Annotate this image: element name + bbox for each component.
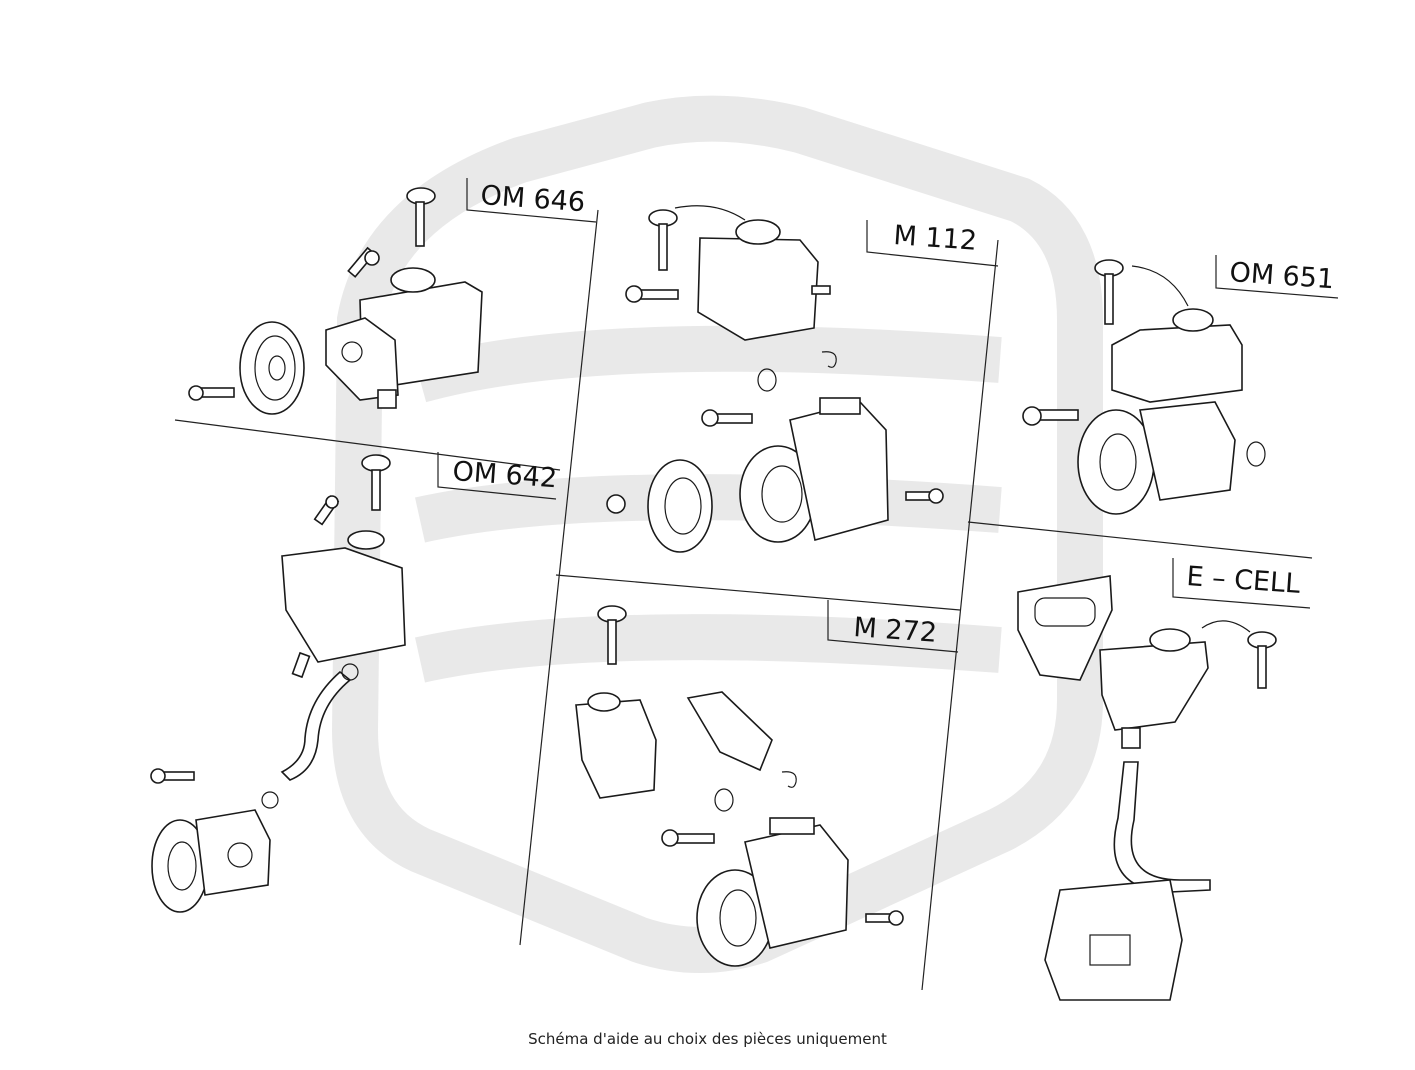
hose-icon <box>280 670 352 781</box>
m272-parts <box>575 605 904 967</box>
pump-icon <box>739 397 889 543</box>
m112-parts <box>606 205 944 553</box>
reservoir-icon <box>281 530 406 679</box>
reservoir-cap-icon <box>361 454 391 511</box>
bolt-icon <box>625 285 679 303</box>
nut-icon <box>606 494 626 514</box>
clip-icon <box>821 351 837 368</box>
om651-parts <box>1022 259 1266 515</box>
bracket-icon <box>686 691 773 772</box>
seal-ring-icon <box>757 368 777 392</box>
om642-parts <box>150 454 406 913</box>
reservoir-cap-icon <box>648 209 678 271</box>
label-ecell: E – CELL <box>1186 561 1302 600</box>
section-dividers <box>174 209 1313 991</box>
reservoir-icon <box>1111 308 1243 403</box>
reservoir-cap-icon <box>1094 259 1124 325</box>
label-m272: M 272 <box>853 612 938 649</box>
bolt-icon <box>865 910 904 926</box>
label-m112: M 112 <box>893 220 978 257</box>
reservoir-cap-icon <box>597 605 627 665</box>
label-frames <box>437 178 1339 653</box>
bolt-icon <box>1022 406 1079 426</box>
om646-parts <box>188 187 483 415</box>
reservoir-icon <box>1099 628 1209 749</box>
pump-icon <box>696 817 849 967</box>
bolt-icon <box>347 246 380 278</box>
reservoir-icon <box>575 692 657 799</box>
clip-icon <box>781 771 797 788</box>
bolt-icon <box>661 829 715 847</box>
ecell-parts <box>1017 575 1277 1001</box>
electric-pump-icon <box>1044 879 1183 1001</box>
pulley-icon <box>647 459 713 553</box>
pump-with-reservoir-icon <box>325 267 483 409</box>
bolt-icon <box>150 768 195 784</box>
label-om642: OM 642 <box>452 456 559 494</box>
reservoir-cap-icon <box>1247 631 1277 689</box>
hose-icon <box>1113 761 1211 893</box>
pump-icon <box>151 809 271 913</box>
bolt-icon <box>701 409 753 427</box>
label-om646: OM 646 <box>480 180 587 218</box>
pulley-icon <box>239 321 305 415</box>
gasket-icon <box>1017 575 1113 681</box>
bolt-icon <box>313 495 340 526</box>
caption: Schéma d'aide au choix des pièces unique… <box>528 1030 887 1048</box>
reservoir-icon <box>697 219 831 341</box>
pump-icon <box>1077 401 1236 515</box>
bolt-icon <box>188 385 235 401</box>
reservoir-cap-icon <box>406 187 436 247</box>
seal-ring-icon <box>1246 441 1266 467</box>
label-om651: OM 651 <box>1229 257 1336 295</box>
clamp-icon <box>261 663 359 809</box>
seal-ring-icon <box>714 788 734 812</box>
bolt-icon <box>905 488 944 504</box>
